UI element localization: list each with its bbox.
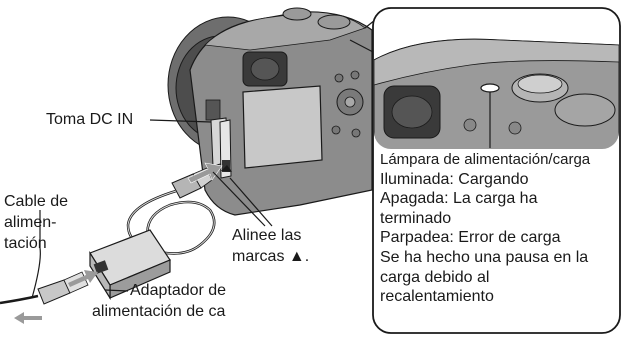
insert-arrow <box>187 162 223 184</box>
lamp-status-line: terminado <box>380 209 452 227</box>
adapter-label-line2: alimentación de ca <box>92 303 226 320</box>
alignment-arrow-icon <box>221 165 232 172</box>
lamp-title: Lámpara de alimentación/carga <box>380 151 591 168</box>
ac-adapter <box>89 229 171 301</box>
lamp-status-line: Iluminada: Cargando <box>380 170 529 188</box>
adapter-label-line1: Adaptador de <box>130 282 227 299</box>
lamp-status-line: carga debido al <box>380 268 490 286</box>
lamp-status-line: Se ha hecho una pausa en la <box>380 248 589 266</box>
inset-panel <box>372 7 621 334</box>
inset-description: Lámpara de alimentación/carga Iluminada:… <box>380 150 620 307</box>
align-marks-label-line1: Alinee las <box>232 227 302 244</box>
power-cord-label-line1: Cable de <box>4 193 69 210</box>
lamp-status-line: recalentamiento <box>380 288 494 306</box>
plug-in-arrow <box>68 270 98 287</box>
power-cord-label-line3: tación <box>4 235 47 252</box>
leader-dc-in <box>149 119 212 123</box>
leader-align-2 <box>229 177 273 227</box>
camera-illustration <box>167 7 373 216</box>
power-cord-label-line2: alimen- <box>4 214 57 231</box>
leader-cable <box>31 210 41 299</box>
align-marks-label-line2: marcas ▲. <box>232 248 310 265</box>
leader-adapter <box>104 289 129 292</box>
lamp-status-line: Apagada: La carga ha <box>380 190 538 208</box>
dc-in-label: Toma DC IN <box>46 111 134 128</box>
leader-inset <box>349 39 374 53</box>
inset-camera-closeup <box>374 38 619 149</box>
leader-align-1 <box>212 171 266 227</box>
lamp-status-line: Parpadea: Error de carga <box>380 229 561 247</box>
power-cord <box>0 271 89 305</box>
cord-direction-arrow <box>14 312 42 324</box>
